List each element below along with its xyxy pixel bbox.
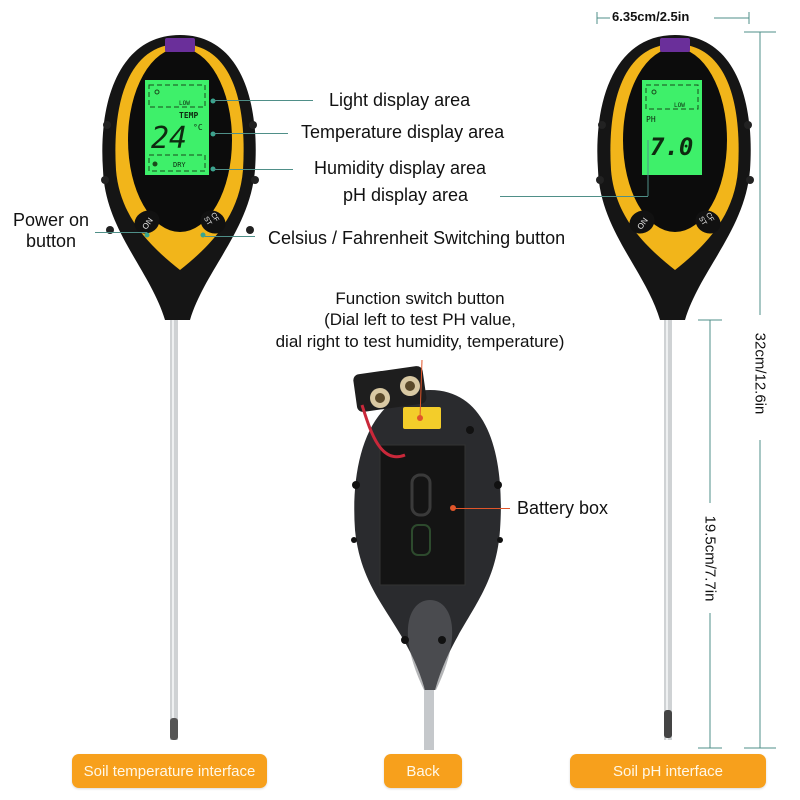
battery-compartment-illustration <box>351 359 503 750</box>
right-soil-meter: LOW PH 7.0 ON CF ST <box>590 30 760 750</box>
back-button[interactable]: Back <box>384 754 462 788</box>
label-cf-switch: Celsius / Fahrenheit Switching button <box>268 228 566 248</box>
soil-ph-interface-button[interactable]: Soil pH interface <box>570 754 766 788</box>
label-function-line1: Function switch button <box>335 289 505 308</box>
label-power-line1: Power on <box>12 210 90 230</box>
svg-text:CF: CF <box>209 212 220 224</box>
back-view-meter <box>340 359 520 750</box>
soil-meter-ph-illustration: LOW PH 7.0 ON CF ST <box>596 35 754 740</box>
svg-text:ST: ST <box>697 216 708 228</box>
lcd-light-label: LOW <box>179 100 190 107</box>
lcd-ph-label: PH <box>646 115 656 124</box>
label-humidity-display: Humidity display area <box>314 158 487 178</box>
left-soil-meter: LOW TEMP 24 °C DRY ON CF ST <box>95 30 265 750</box>
label-ph-display: pH display area <box>343 185 469 205</box>
leader-battery-box <box>454 508 510 509</box>
leader-ph-display <box>500 196 648 197</box>
leader-humidity <box>213 169 293 170</box>
dimension-width: 6.35cm/2.5in <box>596 8 750 28</box>
soil-meter-illustration: LOW TEMP 24 °C DRY ON CF ST <box>101 35 259 740</box>
dimension-total-length-label: 32cm/12.6in <box>751 332 769 415</box>
dimension-total-length: 32cm/12.6in <box>740 30 780 750</box>
label-power-button: Power on button <box>6 210 96 251</box>
lcd-ph-value: 7.0 <box>650 133 693 161</box>
soil-temperature-interface-button[interactable]: Soil temperature interface <box>72 754 267 788</box>
label-battery-box: Battery box <box>517 498 609 518</box>
leader-cf-switch <box>205 236 255 237</box>
svg-text:CF: CF <box>704 212 715 224</box>
label-function-line2: (Dial left to test PH value, <box>324 310 516 330</box>
lcd-temp-unit: °C <box>193 123 203 132</box>
label-light-display: Light display area <box>329 90 471 110</box>
label-power-line2: button <box>25 230 77 251</box>
label-function-line3: dial right to test humidity, temperature… <box>275 331 565 351</box>
dimension-probe-length-label: 19.5cm/7.7in <box>701 515 719 602</box>
leader-power <box>95 232 147 233</box>
label-temperature-display: Temperature display area <box>301 122 505 142</box>
dimension-width-label: 6.35cm/2.5in <box>612 9 690 24</box>
label-function-switch: Function switch button (Dial left to tes… <box>240 288 600 352</box>
lcd-temp-value: 24 <box>151 121 187 156</box>
lcd-light-label-ph: LOW <box>674 102 685 109</box>
leader-temperature <box>213 133 288 134</box>
dimension-probe-length: 19.5cm/7.7in <box>690 318 730 750</box>
lcd-temp-label: TEMP <box>179 111 198 120</box>
leader-light <box>213 100 313 101</box>
lcd-humidity-label: DRY <box>173 161 186 169</box>
svg-text:ST: ST <box>202 216 213 228</box>
